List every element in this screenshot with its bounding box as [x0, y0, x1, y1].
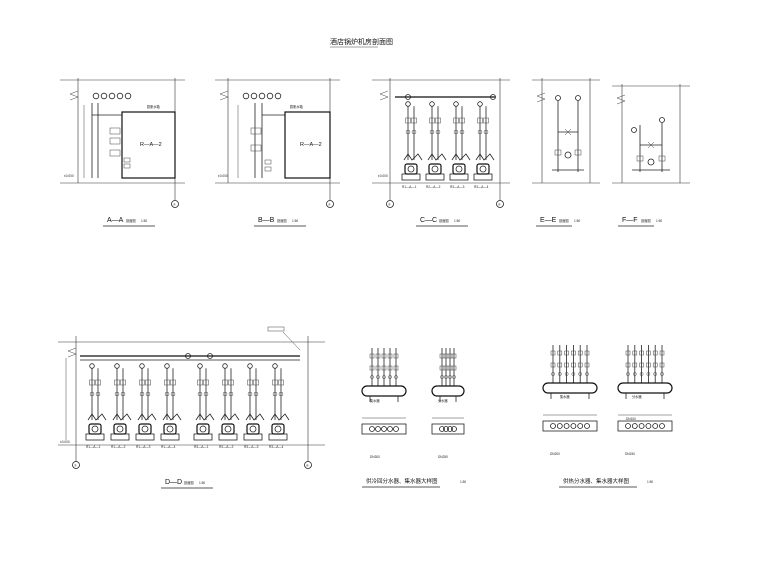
svg-text:剖面图: 剖面图 — [126, 218, 136, 223]
pump-dd-3: R1—A—3 — [135, 363, 157, 449]
pump-dd-6: R3—A—2 — [218, 363, 240, 449]
svg-text:剖面图: 剖面图 — [641, 218, 651, 223]
svg-text:±0.000: ±0.000 — [378, 174, 388, 178]
section-d-d-label: D—D — [165, 479, 182, 486]
svg-text:⑤: ⑤ — [388, 203, 391, 207]
svg-text:膨胀水箱: 膨胀水箱 — [147, 104, 161, 109]
pump-dd-5: R3—A—1 — [193, 363, 215, 449]
pump-dd-7: R3—A—3 — [243, 363, 265, 449]
pump-cc-3: R3—A—3 — [449, 101, 471, 189]
manifold-drawing — [542, 345, 598, 432]
svg-text:DN300: DN300 — [370, 455, 380, 459]
svg-text:剖面图: 剖面图 — [184, 480, 194, 485]
pump-label: R1—A—1 — [402, 185, 417, 189]
svg-text:1:50: 1:50 — [647, 480, 653, 484]
pump-label: R1—A—4 — [161, 445, 176, 449]
section-e-e-label: E—E — [540, 217, 557, 224]
pump-dd-8: R3—A—4 — [268, 363, 290, 449]
svg-text:1:50: 1:50 — [656, 219, 662, 223]
pump-label: R1—A—1 — [86, 445, 101, 449]
section-f-f-label: F—F — [622, 217, 638, 224]
svg-text:DN200: DN200 — [550, 452, 560, 456]
manifold-name: 分水器 — [632, 394, 642, 399]
svg-text:⑤: ⑤ — [74, 464, 77, 468]
section-a-a-label: A—A — [107, 217, 124, 224]
svg-text:R—A—2: R—A—2 — [300, 142, 322, 148]
svg-text:⑤: ⑤ — [173, 203, 176, 207]
pump-label: R1—A—2 — [111, 445, 126, 449]
svg-text:1:50: 1:50 — [292, 219, 298, 223]
section-f-f: F—F 剖面图 1:50 — [612, 84, 690, 227]
pump-label: R3—A—4 — [269, 445, 284, 449]
pump-cc-1: R1—A—1 — [401, 101, 423, 189]
pump-label: R3—A—1 — [194, 445, 209, 449]
svg-text:⑤: ⑤ — [328, 203, 331, 207]
tank-label: R—A—2 — [140, 142, 162, 148]
section-b-b: 膨胀水箱 R—A—2 ±0.000 ⑤ B—B 剖面图 1:50 — [215, 78, 340, 227]
manifold-detail-cooling: 集水器 分水器 DN300 DN250 供冷回分水器、集水器大样图 1:50 — [361, 348, 466, 488]
pump-label: R3—A—4 — [474, 185, 489, 189]
svg-text:1:50: 1:50 — [454, 219, 460, 223]
svg-text:⑥: ⑥ — [498, 203, 501, 207]
svg-text:±0.000: ±0.000 — [60, 440, 70, 444]
pump-label: R1—A—3 — [136, 445, 151, 449]
manifold-name: 集水器 — [370, 398, 380, 403]
pump-dd-1: R1—A—1 — [85, 363, 107, 449]
manifold-drawing — [431, 348, 465, 435]
svg-text:1:50: 1:50 — [199, 481, 205, 485]
manifold-detail-heating: 集水器 分水器 DN200 DN150 DN100 供热分水器、集水器大样图 1:50 — [542, 345, 673, 488]
pump-label: R2—A—2 — [426, 185, 441, 189]
section-b-b-label: B—B — [258, 217, 275, 224]
tank-shape — [121, 111, 176, 179]
axis-bubble — [171, 200, 179, 208]
pump-label: R3—A—3 — [244, 445, 259, 449]
svg-text:1:50: 1:50 — [574, 219, 580, 223]
drawing-title: 酒店锅炉机房剖面图 — [330, 37, 393, 46]
svg-text:±0.000: ±0.000 — [218, 174, 228, 178]
manifold-drawing — [617, 345, 673, 432]
section-c-c-label: C—C — [420, 217, 437, 224]
svg-text:DN250: DN250 — [438, 455, 448, 459]
pump-dd-2: R1—A—2 — [110, 363, 132, 449]
svg-text:1:50: 1:50 — [141, 219, 147, 223]
svg-text:DN100: DN100 — [626, 417, 636, 421]
section-a-a: 膨胀水箱 R—A—2 ±0.000 ⑤ A—A 剖面图 1:50 — [60, 78, 185, 227]
svg-text:剖面图: 剖面图 — [439, 218, 449, 223]
svg-text:剖面图: 剖面图 — [277, 218, 287, 223]
pump-label: R3—A—3 — [450, 185, 465, 189]
section-e-e: E—E 剖面图 1:50 — [532, 78, 600, 227]
manifold-name: 集水器 — [560, 394, 570, 399]
manifold-caption-heating: 供热分水器、集水器大样图 — [563, 477, 630, 485]
svg-text:DN150: DN150 — [625, 452, 635, 456]
manifold-drawing — [361, 348, 407, 435]
pump-label: R3—A—2 — [219, 445, 234, 449]
pump-dd-4: R1—A—4 — [160, 363, 182, 449]
svg-text:1:50: 1:50 — [460, 480, 466, 484]
svg-text:膨胀水箱: 膨胀水箱 — [290, 104, 304, 109]
manifold-caption-cooling: 供冷回分水器、集水器大样图 — [366, 477, 438, 485]
svg-text:⑥: ⑥ — [306, 464, 309, 468]
pump-cc-2: R2—A—2 — [425, 101, 447, 189]
manifold-name: 分水器 — [438, 398, 448, 403]
section-d-d: R1—A—1 R1—A—2 R1—A—3 R1—A—4 R3—A—1 R3—A—2 R3—A… — [58, 326, 325, 489]
svg-text:±0.000: ±0.000 — [64, 174, 74, 178]
pump-cc-4: R3—A—4 — [473, 101, 495, 189]
svg-text:剖面图: 剖面图 — [559, 218, 569, 223]
